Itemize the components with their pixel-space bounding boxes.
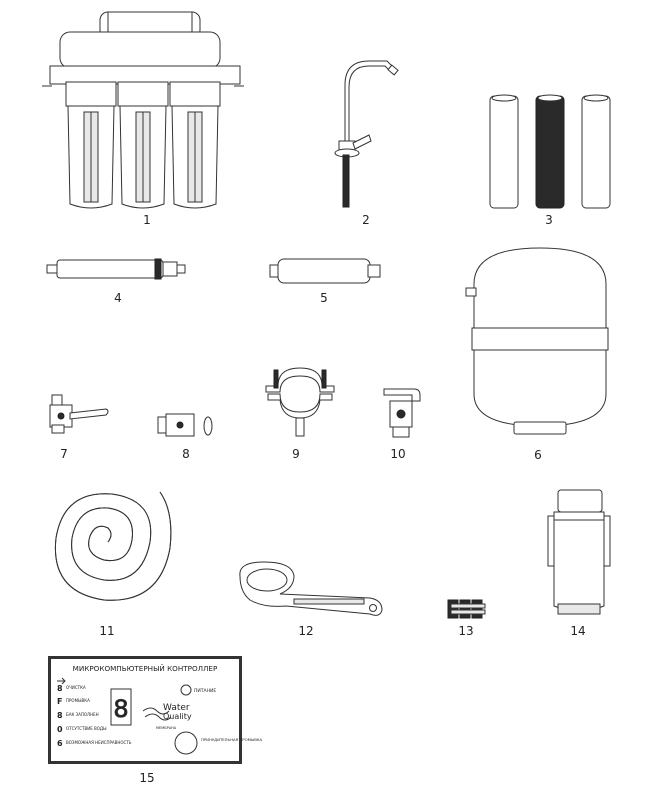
- part-15-number: 15: [139, 771, 155, 785]
- part-15-controller-panel: МИКРОКОМПЬЮТЕРНЫЙ КОНТРОЛЛЕР 8 ОЧИСТКА F…: [48, 656, 262, 764]
- post-filter-drawing: [268, 256, 383, 286]
- storage-tank-drawing: [462, 244, 617, 440]
- small-label: МЕМБРАНА: [156, 726, 177, 730]
- part-11-number: 11: [99, 624, 115, 638]
- housing-wrench-drawing: [230, 558, 388, 622]
- status-digit-3: 8: [57, 711, 63, 720]
- drain-clamp-drawing: [262, 364, 337, 439]
- part-3-number: 3: [545, 213, 553, 227]
- cartridges-drawing: [488, 92, 613, 212]
- controller-title: МИКРОКОМПЬЮТЕРНЫЙ КОНТРОЛЛЕР: [73, 664, 218, 673]
- part-1-prefilter-unit: [38, 8, 248, 213]
- membrane-drawing: [45, 256, 190, 282]
- controller-panel-drawing: МИКРОКОМПЬЮТЕРНЫЙ КОНТРОЛЛЕР 8 ОЧИСТКА F…: [57, 664, 262, 761]
- part-7-feed-valve: [48, 393, 112, 437]
- part-4-membrane: [45, 256, 190, 282]
- fittings-drawing: [446, 596, 490, 622]
- part-12-number: 12: [298, 624, 314, 638]
- part-8-adapter: [156, 412, 218, 438]
- power-label: ПИТАНИЕ: [194, 688, 216, 694]
- part-13-fittings: [446, 596, 490, 622]
- part-10-tank-valve: [378, 385, 422, 439]
- part-5-number: 5: [320, 291, 328, 305]
- tubing-drawing: [42, 482, 177, 622]
- part-7-number: 7: [60, 447, 68, 461]
- part-9-drain-clamp: [262, 364, 337, 439]
- part-10-number: 10: [390, 447, 406, 461]
- prefilter-unit-drawing: [38, 8, 248, 213]
- part-9-number: 9: [292, 447, 300, 461]
- power-indicator-icon: [181, 685, 191, 695]
- status-digit-5: 6: [57, 739, 63, 748]
- part-13-number: 13: [458, 624, 474, 638]
- flush-button[interactable]: [175, 732, 197, 754]
- part-14-number: 14: [570, 624, 586, 638]
- part-1-number: 1: [143, 213, 151, 227]
- part-6-number: 6: [534, 448, 542, 462]
- status-digit-4: 0: [57, 725, 63, 734]
- part-2-faucet: [325, 55, 405, 210]
- status-item-1: ОЧИСТКА: [66, 685, 86, 690]
- logo-line2: Quality: [163, 712, 192, 721]
- pump-drawing: [544, 486, 614, 620]
- status-digit-2: F: [57, 697, 62, 706]
- part-11-tubing: [42, 482, 177, 622]
- status-item-5: ВОЗМОЖНАЯ НЕИСПРАВНОСТЬ: [66, 740, 132, 745]
- feed-valve-drawing: [48, 393, 112, 437]
- status-digit-1: 8: [57, 684, 63, 693]
- faucet-drawing: [325, 55, 405, 210]
- part-6-storage-tank: [462, 244, 617, 440]
- part-12-housing-wrench: [230, 558, 388, 622]
- tank-valve-drawing: [378, 385, 422, 439]
- seven-segment-display: [111, 689, 131, 725]
- status-item-4: ОТСУТСТВИЕ ВОДЫ: [66, 726, 107, 731]
- adapter-drawing: [156, 412, 218, 438]
- part-4-number: 4: [114, 291, 122, 305]
- part-3-cartridges: [488, 92, 613, 212]
- part-5-post-filter: [268, 256, 383, 286]
- part-2-number: 2: [362, 213, 370, 227]
- display-digit: 8: [113, 695, 128, 723]
- status-item-3: БАК ЗАПОЛНЕН: [66, 712, 99, 717]
- water-logo-icon: [143, 708, 171, 720]
- part-8-number: 8: [182, 447, 190, 461]
- logo-line1: Water: [163, 703, 190, 713]
- part-14-pump: [544, 486, 614, 620]
- flush-label: ПРИНУДИТЕЛЬНАЯ ПРОМЫВКА: [201, 737, 262, 742]
- status-item-2: ПРОМЫВКА: [66, 698, 90, 703]
